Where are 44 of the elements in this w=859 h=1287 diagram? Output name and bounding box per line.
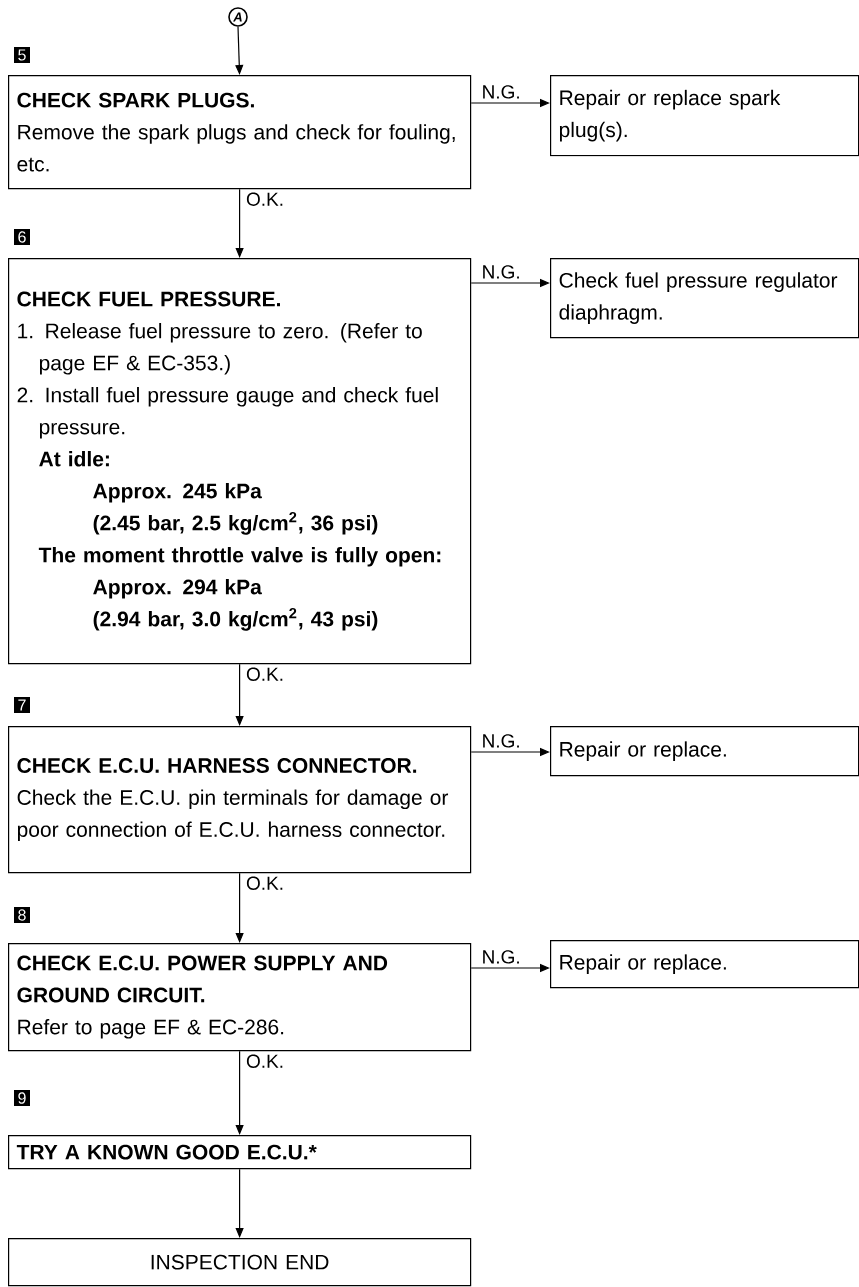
step-heading: TRY A KNOWN GOOD E.C.U.*	[16, 1144, 317, 1160]
step-box	[8, 1135, 472, 1170]
result-box	[550, 940, 859, 989]
box-text: INSPECTION END	[151, 1254, 329, 1270]
instruction-text: Check the E.C.U. pin terminals for damage or poor connection of E.C.U. harness connector.	[17, 789, 449, 842]
instruction-text: Approx. 294 kPa	[93, 579, 262, 599]
result-box	[8, 1238, 472, 1287]
result-box	[550, 726, 859, 777]
instruction-text: At idle:	[39, 451, 109, 467]
instruction-text: Approx. 245 kPa	[93, 483, 262, 503]
instruction-text: (2.94 bar, 3.0 kg/cm$^{2}$, 43 psi)	[93, 608, 378, 631]
edge-label: N.G.	[479, 948, 523, 966]
step-box	[8, 258, 472, 665]
step-box	[8, 726, 472, 874]
step-number: 8	[14, 907, 30, 923]
box-text: Repair or replace.	[560, 954, 726, 974]
step-number: 5	[14, 47, 30, 63]
step-number: 7	[14, 697, 30, 713]
instruction-text: (2.45 bar, 2.5 kg/cm$^{2}$, 36 psi)	[93, 512, 378, 535]
result-box	[550, 258, 859, 339]
edge-label: O.K.	[244, 190, 286, 208]
instruction-text: The moment throttle valve is fully open:	[38, 547, 441, 567]
step-box	[8, 943, 472, 1052]
instruction-text: Refer to page EF & EC-286.	[18, 1019, 284, 1039]
edge-label: O.K.	[244, 874, 286, 892]
step-heading: CHECK SPARK PLUGS.	[17, 92, 254, 108]
box-text: Repair or replace spark plug(s).	[559, 89, 781, 142]
edge-label: N.G.	[479, 732, 523, 750]
instruction-text: 1. Release fuel pressure to zero. (Refer to page EF & EC-353.)	[18, 323, 422, 375]
step-number: 6	[14, 229, 30, 245]
step-box	[8, 75, 472, 190]
edge-label: N.G.	[479, 83, 523, 101]
box-text: Check fuel pressure regulator diaphragm.	[559, 272, 838, 324]
result-box	[550, 75, 859, 157]
step-heading: CHECK E.C.U. HARNESS CONNECTOR.	[17, 758, 417, 773]
edge-label: N.G.	[479, 263, 523, 281]
edge-label: O.K.	[244, 1052, 286, 1070]
step-number: 9	[14, 1090, 30, 1106]
box-text: Repair or replace.	[560, 741, 726, 761]
instruction-text: 2. Install fuel pressure gauge and check fuel pressure.	[17, 387, 438, 439]
step-heading: CHECK E.C.U. POWER SUPPLY AND GROUND CIRCUIT.	[17, 955, 388, 1003]
edge-label: O.K.	[244, 665, 286, 683]
step-heading: CHECK FUEL PRESSURE.	[17, 291, 280, 307]
instruction-text: Remove the spark plugs and check for fouling, etc.	[17, 124, 455, 172]
